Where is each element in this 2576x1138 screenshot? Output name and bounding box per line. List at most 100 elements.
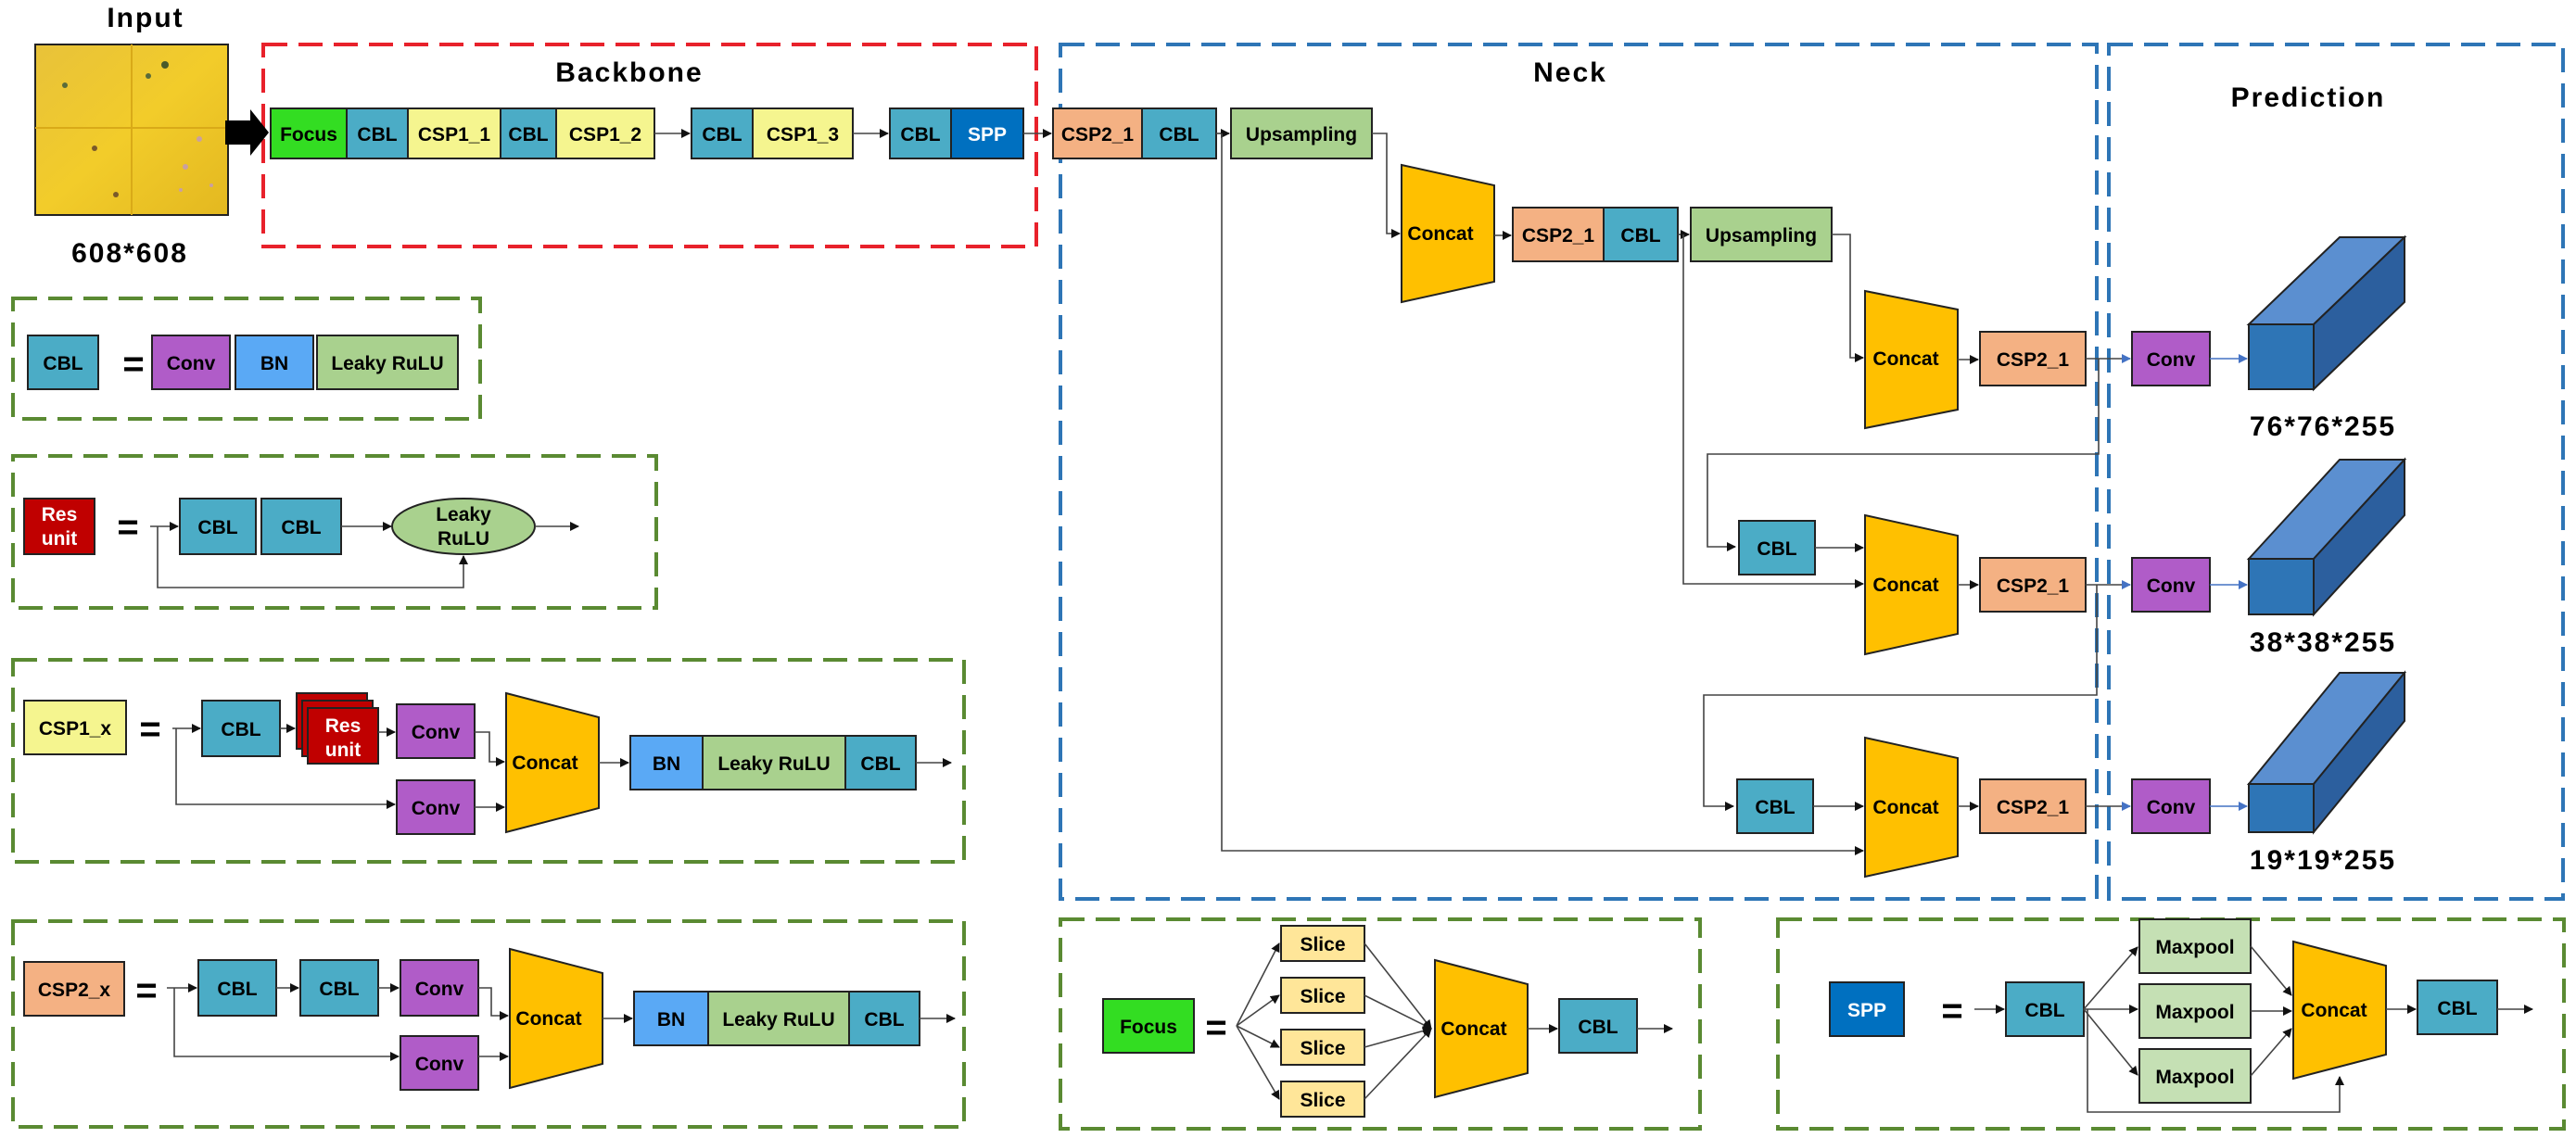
svg-text:Concat: Concat [1872,797,1938,818]
svg-text:CBL: CBL [1578,1017,1618,1038]
legend-spp: SPP = CBL Maxpool Maxpool Maxpool Concat… [1776,917,2566,1131]
svg-text:CSP1_1: CSP1_1 [418,124,491,145]
svg-text:CBL: CBL [702,124,742,145]
cbl-block [1141,107,1217,159]
cbl-block [1736,778,1814,834]
output-38-label: 38*38*255 [2250,627,2396,658]
svg-text:Conv: Conv [412,798,461,819]
svg-text:CBL: CBL [221,719,260,740]
backbone-row: Focus CBL CSP1_1 CBL CSP1_2 CBL CSP1_3 C… [270,107,1052,159]
svg-text:CBL: CBL [43,353,82,374]
svg-text:Upsampling: Upsampling [1706,225,1817,247]
cbl-block [1603,207,1679,262]
csp2-1-block [1512,207,1605,262]
svg-text:CBL: CBL [357,124,397,145]
svg-text:BN: BN [657,1009,685,1031]
svg-text:Conv: Conv [2147,797,2196,818]
legend-cbl: CBL = Conv BN Leaky RuLU [11,297,482,421]
svg-text:RuLU: RuLU [438,528,489,550]
backbone-title: Backbone [555,57,703,88]
legend-res-unit: Res unit = CBL CBL Leaky RuLU [11,454,658,610]
output-cube-76 [2246,234,2407,392]
svg-text:CSP2_1: CSP2_1 [1997,349,2070,371]
upsampling-block [1690,207,1833,262]
svg-text:=: = [139,709,160,750]
csp2-1-block [1979,557,2087,613]
cbl-block [346,107,409,159]
cbl-block [500,107,557,159]
svg-text:=: = [135,970,157,1011]
svg-text:Leaky: Leaky [436,504,491,525]
svg-text:SPP: SPP [1847,1000,1886,1021]
svg-text:CBL: CBL [1620,225,1660,247]
neck-blocks: CSP2_1 CBL Upsampling Concat CSP2_1 CBL … [1052,107,2131,879]
input-image [34,44,229,216]
svg-text:Concat: Concat [512,752,577,774]
svg-text:CSP2_1: CSP2_1 [1061,124,1135,145]
csp2-1-block [1979,778,2087,834]
neck-frame [1059,43,2099,901]
svg-text:Slice: Slice [1300,1038,1345,1059]
svg-text:Res: Res [42,504,78,525]
output-cube-38 [2246,457,2407,617]
svg-text:=: = [1205,1007,1226,1048]
csp1-2-block [555,107,655,159]
input-title: Input [107,3,184,33]
csp2-1-block [1052,107,1143,159]
svg-text:Conv: Conv [2147,575,2196,597]
prediction-title: Prediction [2231,82,2386,113]
svg-text:SPP: SPP [968,124,1007,145]
svg-text:CSP1_3: CSP1_3 [767,124,839,145]
svg-text:CBL: CBL [900,124,940,145]
svg-text:CBL: CBL [2437,998,2477,1019]
svg-text:Maxpool: Maxpool [2155,1067,2234,1088]
svg-text:Focus: Focus [280,124,337,145]
svg-text:Leaky RuLU: Leaky RuLU [331,353,443,374]
legend-focus: Focus = Slice Slice Slice Slice Concat C… [1059,917,1702,1131]
svg-text:CSP2_x: CSP2_x [38,980,111,1001]
svg-text:Concat: Concat [1872,575,1938,596]
svg-text:Slice: Slice [1300,934,1345,955]
input-size-label: 608*608 [71,238,188,269]
svg-text:CBL: CBL [281,517,321,538]
svg-text:BN: BN [260,353,288,374]
svg-text:Conv: Conv [415,979,464,1000]
cbl-block [691,107,754,159]
svg-text:=: = [117,507,138,548]
svg-text:Concat: Concat [1440,1018,1506,1040]
concat-block [1864,513,1959,656]
neck-title: Neck [1533,57,1607,88]
svg-text:CBL: CBL [1159,124,1199,145]
svg-text:CSP1_x: CSP1_x [39,718,112,740]
svg-text:Upsampling: Upsampling [1246,124,1357,145]
svg-text:CSP2_1: CSP2_1 [1997,575,2070,597]
cbl-block [1738,520,1816,575]
svg-text:Concat: Concat [1872,348,1938,370]
svg-text:CBL: CBL [1757,538,1796,560]
concat-block [1864,736,1959,879]
conv-block [2131,557,2211,613]
svg-text:CBL: CBL [319,979,359,1000]
svg-text:Conv: Conv [167,353,216,374]
svg-text:CBL: CBL [197,517,237,538]
svg-text:Maxpool: Maxpool [2155,1002,2234,1023]
input-arrow [225,109,269,156]
svg-text:CBL: CBL [2024,1000,2064,1021]
spp-block [950,107,1024,159]
backbone-frame [261,43,1038,248]
csp1-3-block [752,107,854,159]
svg-text:unit: unit [325,740,361,761]
svg-text:Conv: Conv [415,1054,464,1075]
output-cube-19 [2246,670,2407,835]
svg-text:Conv: Conv [412,722,461,743]
output-76-label: 76*76*255 [2250,411,2396,442]
focus-block [270,107,348,159]
svg-text:=: = [1941,991,1962,1031]
svg-text:CBL: CBL [508,124,548,145]
svg-text:CSP2_1: CSP2_1 [1997,797,2070,818]
svg-text:Concat: Concat [515,1008,581,1030]
output-19-label: 19*19*255 [2250,845,2396,876]
conv-block [2131,778,2211,834]
svg-text:CBL: CBL [217,979,257,1000]
